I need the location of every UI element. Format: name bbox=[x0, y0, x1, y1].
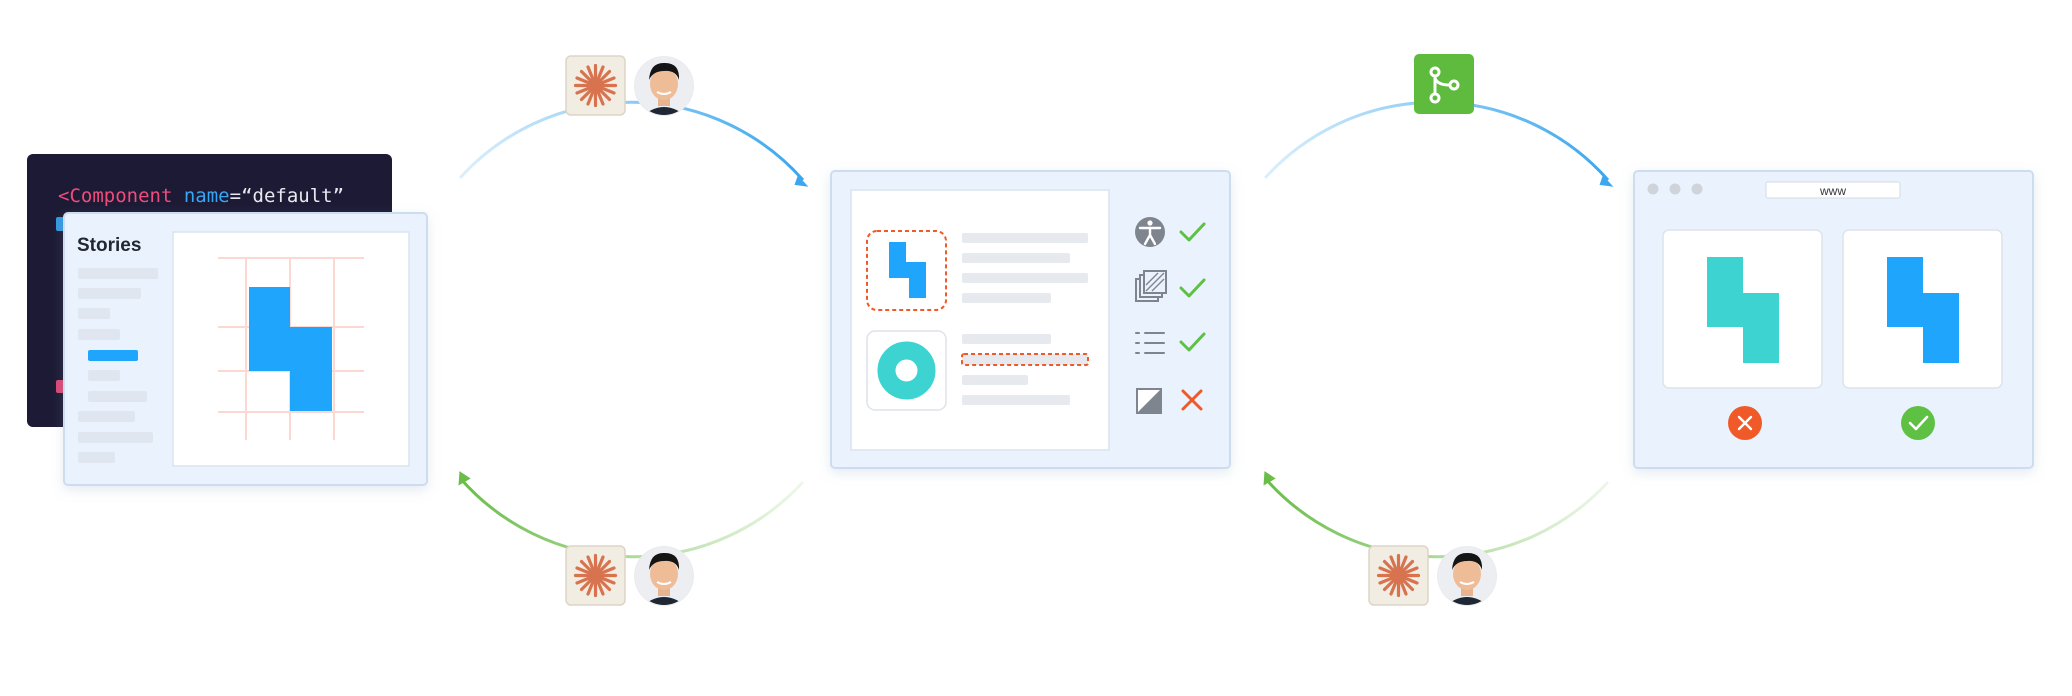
check-icon bbox=[1179, 222, 1206, 242]
a11y-check-contrast bbox=[1136, 388, 1203, 414]
contrast-icon bbox=[1136, 388, 1162, 414]
ai-person-badge-top bbox=[565, 55, 694, 116]
stories-title: Stories bbox=[77, 235, 141, 256]
list-item bbox=[78, 308, 110, 319]
close-icon bbox=[1737, 415, 1753, 431]
url-text: www bbox=[1819, 184, 1846, 198]
component-shape bbox=[249, 287, 332, 411]
avatar bbox=[634, 546, 694, 606]
code-line: <Component name=“default” bbox=[58, 185, 344, 207]
component-shape bbox=[1707, 257, 1779, 363]
stories-sidebar-list bbox=[78, 268, 158, 463]
a11y-check-images bbox=[1135, 270, 1206, 302]
check-icon bbox=[1179, 332, 1206, 352]
a11y-preview bbox=[850, 189, 1110, 451]
text-lines-bottom bbox=[961, 334, 1089, 405]
list-item bbox=[78, 268, 158, 279]
avatar bbox=[1437, 546, 1497, 606]
fail-badge bbox=[1728, 406, 1762, 440]
ai-sparkle-icon bbox=[573, 553, 618, 598]
pass-badge bbox=[1901, 406, 1935, 440]
text-line-highlighted bbox=[961, 353, 1089, 366]
a11y-check-accessibility bbox=[1135, 217, 1206, 247]
list-item-selected bbox=[88, 350, 138, 361]
snapshot-card-new bbox=[1842, 229, 2003, 389]
list-item bbox=[88, 391, 147, 402]
flow-arrow-bottom-right bbox=[1263, 471, 1610, 559]
browser-controls bbox=[1647, 183, 1703, 195]
images-icon bbox=[1135, 270, 1167, 302]
component-shape bbox=[1887, 257, 1959, 363]
flow-arrow-top-right bbox=[1263, 100, 1614, 187]
window-dot bbox=[1691, 183, 1703, 195]
ai-person-badge-bottom-right bbox=[1368, 545, 1497, 606]
git-badge bbox=[1414, 54, 1474, 114]
fail-x-icon bbox=[1181, 389, 1203, 411]
flow-arrow-top-left bbox=[458, 100, 809, 187]
check-icon bbox=[1908, 415, 1929, 431]
list-icon bbox=[1135, 332, 1165, 354]
component-canvas bbox=[172, 231, 410, 467]
list-item bbox=[78, 329, 120, 340]
accessibility-icon bbox=[1135, 217, 1165, 247]
window-dot bbox=[1647, 183, 1659, 195]
ai-sparkle-icon bbox=[573, 63, 618, 108]
code-fragment bbox=[56, 380, 64, 393]
list-item bbox=[78, 452, 115, 463]
component-card-ring bbox=[866, 330, 947, 411]
text-lines-top bbox=[962, 233, 1088, 303]
list-item bbox=[78, 288, 141, 299]
window-dot bbox=[1669, 183, 1681, 195]
component-shape bbox=[889, 242, 926, 298]
address-bar: www bbox=[1765, 181, 1901, 199]
ai-sparkle-icon bbox=[1376, 553, 1421, 598]
component-card-highlighted bbox=[866, 230, 947, 311]
git-branch-icon bbox=[1429, 66, 1460, 104]
a11y-check-list bbox=[1135, 332, 1206, 354]
snapshot-card-baseline bbox=[1662, 229, 1823, 389]
avatar bbox=[634, 56, 694, 116]
check-icon bbox=[1179, 278, 1206, 298]
list-item bbox=[78, 432, 153, 443]
ai-person-badge-bottom-left bbox=[565, 545, 694, 606]
list-item bbox=[88, 370, 120, 381]
list-item bbox=[78, 411, 135, 422]
ring-shape bbox=[877, 341, 936, 400]
flow-arrow-bottom-left bbox=[458, 471, 805, 559]
